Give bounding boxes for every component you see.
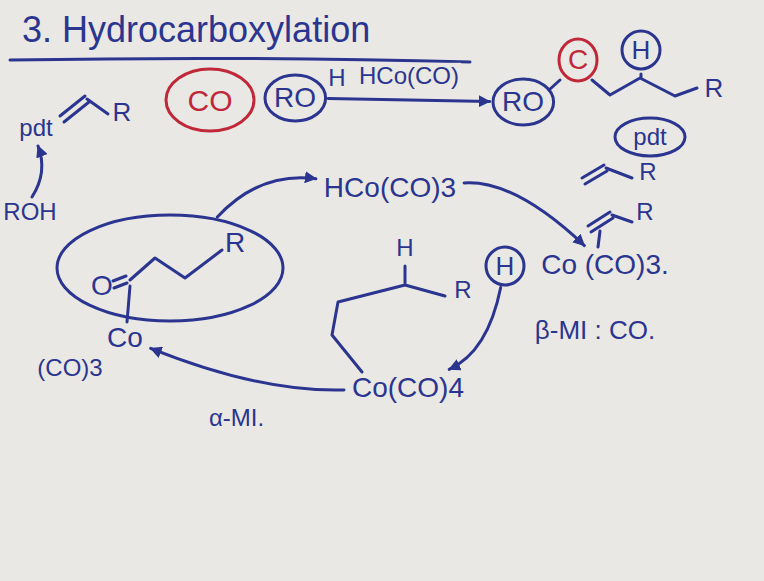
circled-species: OR (55, 213, 285, 323)
circled-species: CO (164, 67, 256, 133)
ellipse-outline (166, 69, 254, 131)
species-text: RO (274, 83, 316, 114)
product-chain (549, 74, 697, 96)
species-text: RO (502, 87, 544, 118)
title-underline (10, 58, 470, 62)
circled-species: RO (263, 73, 328, 123)
species-text: H (632, 36, 651, 65)
reaction-arrow (217, 178, 316, 217)
circled-species: H (484, 245, 526, 287)
formula-label: R (113, 98, 132, 127)
circled-species: pdt (613, 116, 687, 158)
acyl-chain (113, 250, 222, 322)
formula-label: R (454, 277, 471, 303)
reaction-arrow (464, 183, 584, 246)
species-formula: Co(CO)4 (347, 371, 469, 406)
species-text: HCo(CO)3 (324, 173, 456, 204)
species-formula: Co (102, 321, 148, 356)
formula-label: β-MI : CO. (535, 316, 655, 345)
species-formula: Co (CO)3. (536, 248, 674, 283)
species-text: R (225, 228, 245, 259)
arrow-label: α-MI. (207, 405, 266, 431)
product-release-arrow (32, 146, 42, 197)
ellipse-outline (55, 213, 285, 323)
ellipse-outline (486, 247, 524, 285)
ellipse-outline (493, 79, 554, 125)
circled-species: H (620, 29, 662, 71)
species-text: O (91, 271, 113, 302)
ellipse-outline (57, 215, 283, 321)
species-text: Co (107, 323, 143, 354)
arrow-label: HCo(CO) (357, 63, 461, 89)
formula-label: ROH (3, 199, 56, 225)
species-text: H (496, 252, 515, 281)
species-text: C (568, 45, 588, 76)
species-formula: HCo(CO)3 (319, 171, 461, 206)
species-text: pdt (633, 124, 666, 150)
alkene-bond (60, 96, 108, 122)
formula-label: R (636, 199, 653, 225)
formula-label: (CO)3 (37, 355, 102, 381)
species-text: Co(CO)4 (352, 373, 464, 404)
alkene-bond (588, 212, 632, 247)
ellipse-outline (559, 39, 597, 81)
reaction-arrow (151, 348, 344, 390)
circled-species: C (557, 37, 599, 83)
alkene-bond (582, 165, 632, 184)
circled-species: RO (491, 77, 556, 127)
formula-label: pdt (19, 115, 52, 141)
ellipse-outline (622, 31, 660, 69)
species-text: Co (CO)3. (541, 250, 669, 281)
formula-label: H (328, 65, 345, 91)
ellipse-outline (265, 75, 326, 121)
formula-label: R (639, 159, 656, 185)
formula-label: R (705, 74, 724, 103)
species-text: CO (188, 84, 233, 117)
diagram-title: 3. Hydrocarboxylation (22, 10, 370, 50)
ellipse-outline (615, 118, 685, 156)
reaction-arrow (328, 99, 489, 102)
formula-label: H (396, 235, 413, 261)
alkyl-chain (332, 266, 445, 372)
